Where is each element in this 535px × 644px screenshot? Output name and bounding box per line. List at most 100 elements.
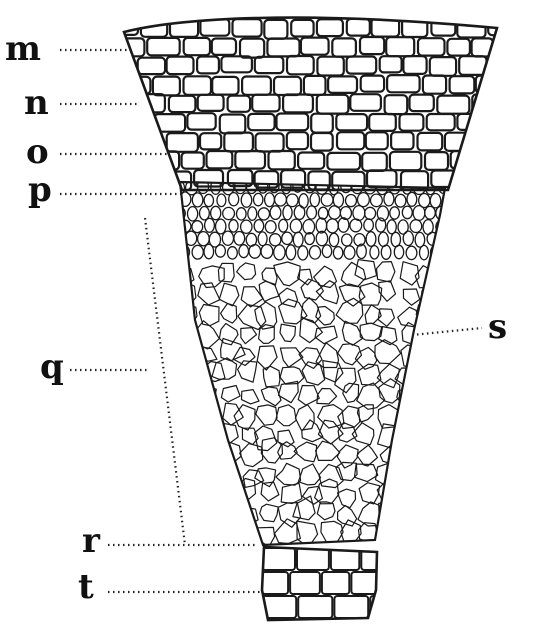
oval-cell — [353, 206, 365, 221]
oval-cell — [258, 232, 267, 246]
irregular-cell — [396, 523, 418, 547]
upper-cell — [481, 113, 509, 130]
upper-cell — [431, 19, 455, 36]
upper-cell — [390, 152, 421, 170]
upper-cell — [311, 133, 333, 151]
upper-cell — [366, 132, 388, 149]
oval-cell — [254, 220, 264, 233]
irregular-cell — [256, 405, 277, 425]
oval-cell — [249, 245, 261, 259]
oval-cell — [241, 193, 252, 207]
stalk-cell — [298, 596, 332, 618]
irregular-cell — [234, 405, 255, 430]
leader-q-bracket — [145, 218, 185, 545]
label-m: m — [5, 29, 41, 69]
lower-cell-stalk — [262, 547, 406, 620]
irregular-cell — [280, 348, 303, 367]
upper-cell — [328, 76, 357, 93]
upper-cell — [437, 96, 469, 114]
irregular-cell — [197, 423, 218, 448]
oval-cell — [384, 192, 394, 206]
oval-cell — [270, 234, 281, 246]
upper-cell — [418, 133, 443, 151]
irregular-cell — [240, 444, 263, 467]
irregular-cell — [261, 387, 281, 406]
oval-cell — [286, 245, 296, 260]
oval-cell — [344, 246, 355, 259]
irregular-cell — [357, 445, 377, 466]
irregular-cell — [398, 449, 419, 469]
upper-cell — [267, 39, 299, 57]
irregular-cell — [174, 463, 195, 486]
upper-cell — [233, 19, 262, 36]
oval-cell — [279, 219, 288, 232]
upper-cell — [110, 56, 133, 72]
upper-cell — [386, 37, 414, 56]
irregular-cell — [315, 479, 339, 504]
irregular-cell — [338, 489, 356, 508]
irregular-cell — [218, 486, 242, 511]
upper-cell — [466, 172, 495, 189]
upper-cell — [361, 76, 384, 92]
oval-cell — [321, 194, 333, 207]
irregular-cell — [316, 441, 340, 460]
oval-cell — [287, 194, 299, 207]
upper-cell — [304, 76, 326, 95]
irregular-cell — [418, 345, 439, 366]
upper-cell — [184, 38, 210, 55]
oval-cell — [261, 245, 273, 259]
irregular-cell — [238, 305, 266, 330]
upper-cell — [350, 94, 381, 111]
upper-cell — [410, 95, 434, 112]
upper-cell — [509, 133, 535, 152]
leader-s — [412, 328, 482, 335]
irregular-cell — [343, 383, 359, 402]
upper-cell — [112, 171, 136, 189]
upper-cell — [298, 153, 324, 169]
oval-cell — [420, 245, 429, 259]
oval-cell — [310, 193, 319, 207]
middle-cell-mass — [174, 179, 453, 548]
oval-cell — [329, 233, 338, 246]
upper-cell — [256, 133, 284, 151]
irregular-cell — [416, 365, 439, 388]
irregular-cell — [400, 262, 419, 285]
oval-cell — [215, 245, 225, 257]
irregular-cell — [184, 350, 201, 368]
oval-cell — [366, 232, 376, 247]
oval-cell — [239, 245, 249, 258]
oval-cell — [198, 232, 210, 246]
irregular-cell — [280, 324, 296, 341]
upper-cell — [400, 114, 424, 131]
oval-cell — [241, 220, 252, 233]
oval-cell — [395, 194, 406, 207]
stalk-cell — [322, 572, 349, 594]
oval-cell — [223, 207, 235, 219]
oval-cell — [294, 206, 305, 220]
upper-cell — [418, 38, 445, 55]
irregular-cell — [237, 263, 256, 280]
oval-cell — [407, 192, 417, 206]
oval-cell — [229, 220, 238, 232]
upper-cell — [511, 75, 535, 92]
label-q: q — [40, 347, 64, 387]
upper-cell — [111, 95, 138, 113]
oval-cell — [402, 206, 412, 219]
irregular-cell — [221, 520, 243, 543]
label-p: p — [28, 170, 52, 210]
upper-cell — [291, 20, 313, 37]
stalk-cell — [297, 548, 329, 570]
upper-cell-layers — [110, 18, 535, 191]
oval-cell — [391, 232, 400, 246]
upper-cell — [427, 114, 455, 130]
upper-cell — [274, 77, 301, 95]
irregular-cell — [316, 343, 339, 368]
upper-cell — [252, 95, 279, 112]
upper-cell — [242, 77, 271, 95]
stalk-cell — [262, 572, 288, 594]
oval-cell — [371, 194, 383, 207]
oval-cell — [425, 206, 436, 219]
irregular-cell — [402, 401, 419, 423]
oval-cell — [211, 206, 221, 219]
irregular-cell — [401, 423, 424, 444]
